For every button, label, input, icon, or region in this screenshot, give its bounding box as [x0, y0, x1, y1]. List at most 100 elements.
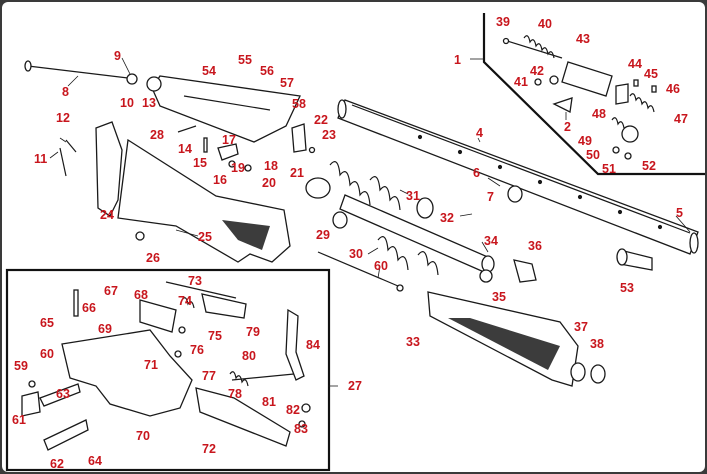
callout-31: 31 [406, 189, 420, 203]
callout-71: 71 [144, 358, 158, 372]
callout-34: 34 [484, 234, 498, 248]
magazine-parts [305, 177, 537, 283]
callout-6: 6 [473, 166, 480, 180]
callout-23: 23 [322, 128, 336, 142]
callout-58: 58 [292, 97, 306, 111]
callout-38: 38 [590, 337, 604, 351]
callout-47: 47 [674, 112, 688, 126]
callout-15: 15 [193, 156, 207, 170]
callout-59: 59 [14, 359, 28, 373]
callout-40: 40 [538, 17, 552, 31]
callout-4: 4 [476, 126, 483, 140]
callout-14: 14 [178, 142, 192, 156]
callout-9: 9 [114, 49, 121, 63]
forearm-rings [570, 362, 606, 384]
callout-70: 70 [136, 429, 150, 443]
callout-81: 81 [262, 395, 276, 409]
callout-60-rod: 60 [374, 259, 388, 273]
callout-67: 67 [104, 284, 118, 298]
callout-12: 12 [56, 111, 70, 125]
callout-27: 27 [348, 379, 362, 393]
callout-13: 13 [142, 96, 156, 110]
callout-16: 16 [213, 173, 227, 187]
callout-84: 84 [306, 338, 320, 352]
springs-center [329, 161, 439, 276]
callout-76: 76 [190, 343, 204, 357]
callout-10: 10 [120, 96, 134, 110]
callout-50: 50 [586, 148, 600, 162]
callout-numbers: 1 2 4 5 6 7 8 9 10 11 12 13 14 15 16 17 … [12, 15, 688, 471]
callout-32: 32 [440, 211, 454, 225]
callout-21: 21 [290, 166, 304, 180]
callout-83: 83 [294, 422, 308, 436]
callout-7: 7 [487, 190, 494, 204]
cleaning-rod [317, 251, 404, 292]
callout-51: 51 [602, 162, 616, 176]
callout-48: 48 [592, 107, 606, 121]
callout-61: 61 [12, 413, 26, 427]
callout-66: 66 [82, 301, 96, 315]
callout-60-trigger: 60 [40, 347, 54, 361]
callout-68: 68 [134, 288, 148, 302]
callout-53: 53 [620, 281, 634, 295]
callout-17: 17 [222, 133, 236, 147]
callout-43: 43 [576, 32, 590, 46]
butt-pad [95, 121, 123, 217]
callout-55: 55 [238, 53, 252, 67]
callout-49: 49 [578, 134, 592, 148]
callout-57: 57 [280, 76, 294, 90]
callout-42: 42 [530, 64, 544, 78]
callout-62: 62 [50, 457, 64, 471]
trigger-group-parts [21, 281, 311, 451]
callout-72: 72 [202, 442, 216, 456]
callout-46: 46 [666, 82, 680, 96]
callout-11: 11 [34, 152, 47, 166]
callout-45: 45 [644, 67, 658, 81]
callout-65: 65 [40, 316, 54, 330]
callout-18: 18 [264, 159, 278, 173]
barrel [337, 99, 699, 255]
callout-41: 41 [514, 75, 528, 89]
callout-25: 25 [198, 230, 212, 244]
callout-44: 44 [628, 57, 642, 71]
callout-56: 56 [260, 64, 274, 78]
callout-26: 26 [146, 251, 160, 265]
callout-63: 63 [56, 387, 70, 401]
leader-lines [49, 57, 691, 387]
callout-19: 19 [231, 161, 245, 175]
inset-frame-bolt-group [482, 13, 705, 176]
callout-33: 33 [406, 335, 420, 349]
bolt-group-parts [502, 35, 657, 160]
callout-29: 29 [316, 228, 330, 242]
callout-28: 28 [150, 128, 164, 142]
inset-frame-trigger-group [5, 268, 331, 472]
callout-1: 1 [454, 53, 461, 67]
callout-79: 79 [246, 325, 260, 339]
callout-74: 74 [178, 294, 192, 308]
callout-30: 30 [349, 247, 363, 261]
callout-78: 78 [228, 387, 242, 401]
forearm [427, 291, 579, 387]
callout-73: 73 [188, 274, 202, 288]
callout-2: 2 [564, 120, 571, 134]
callout-54: 54 [202, 64, 216, 78]
stock [117, 138, 291, 263]
callout-64: 64 [88, 454, 102, 468]
small-parts-stock [59, 123, 316, 241]
callout-5: 5 [676, 206, 683, 220]
callout-82: 82 [286, 403, 300, 417]
callout-75: 75 [208, 329, 222, 343]
magazine-cap [616, 248, 653, 271]
callout-77: 77 [202, 369, 216, 383]
callout-80: 80 [242, 349, 256, 363]
callout-37: 37 [574, 320, 588, 334]
callout-22: 22 [314, 113, 328, 127]
callout-36: 36 [528, 239, 542, 253]
callout-8: 8 [62, 85, 69, 99]
callout-24: 24 [100, 208, 114, 222]
stock-bolt [24, 60, 162, 92]
callout-39: 39 [496, 15, 510, 29]
callout-69: 69 [98, 322, 112, 336]
callout-35: 35 [492, 290, 506, 304]
